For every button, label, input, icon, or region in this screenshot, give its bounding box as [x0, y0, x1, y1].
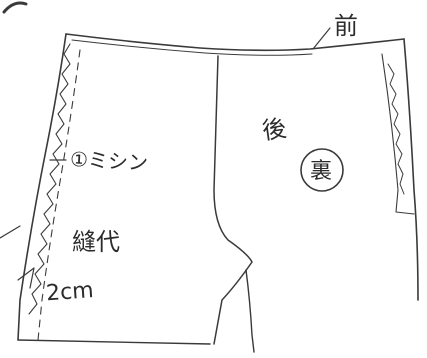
left-side-seam [17, 33, 67, 341]
seam-leader-1 [0, 225, 21, 239]
label-seam-allowance-value: 2cm [45, 278, 94, 306]
left-leg-hem [17, 339, 211, 345]
label-seam-allowance: 縫代 [72, 228, 120, 256]
label-back: 後 [260, 114, 288, 145]
overlock-zigzag [28, 43, 71, 315]
front-leader-line [312, 27, 331, 50]
waistband-edge [65, 33, 405, 52]
right-side-seam [403, 38, 419, 301]
corner-mark [2, 1, 28, 14]
label-step-sewing: ①ミシン [69, 147, 148, 175]
reverse-side-circle [300, 148, 344, 192]
right-facing [381, 53, 415, 215]
label-front: 前 [334, 12, 358, 40]
center-seam [213, 55, 253, 345]
stitch-line-dashed [37, 49, 81, 341]
waistband-edge-inner [71, 39, 313, 56]
right-leg-hem [245, 269, 255, 353]
label-reverse-side: 裏 [310, 159, 332, 184]
right-facing-zigzag [387, 63, 405, 195]
seam-leader-2 [17, 267, 35, 289]
